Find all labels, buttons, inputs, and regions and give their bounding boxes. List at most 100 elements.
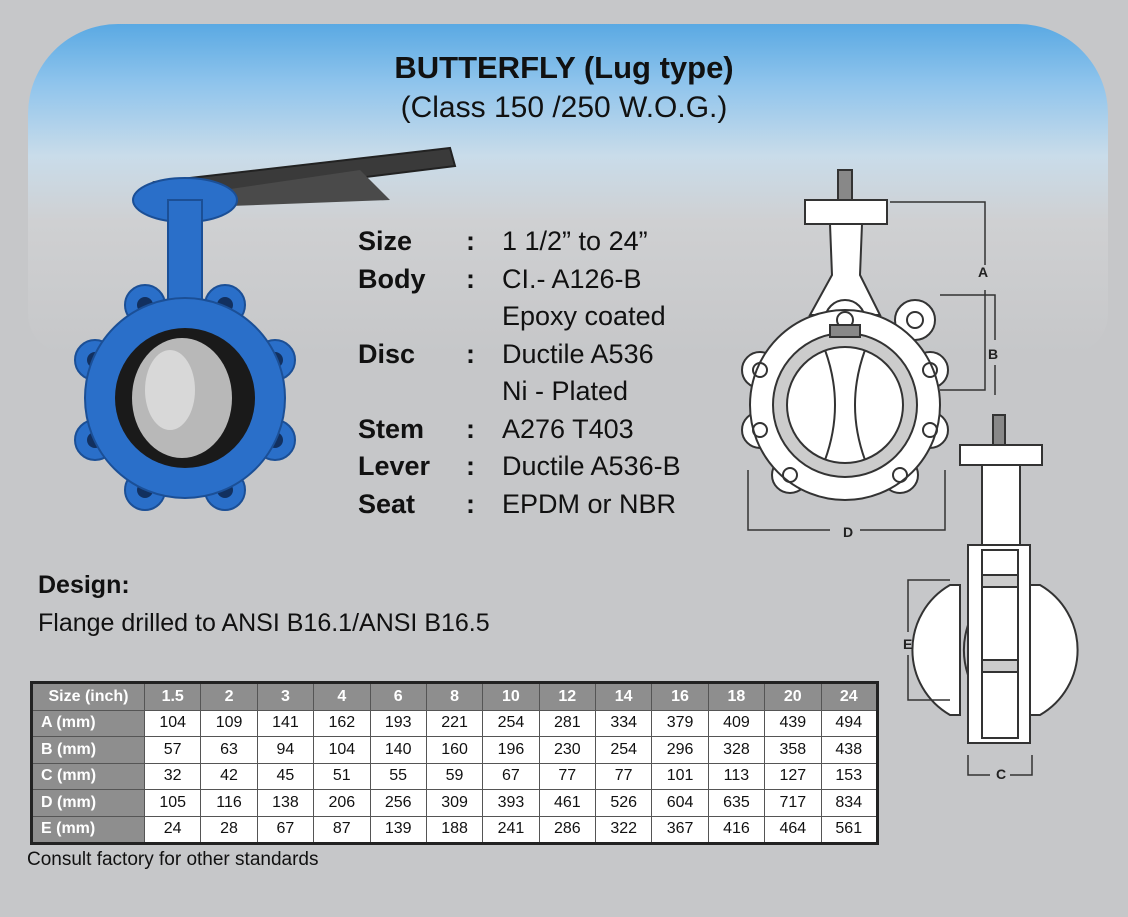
table-cell: 77 [594, 762, 653, 790]
table-cell: 439 [764, 709, 822, 737]
table-cell: 438 [820, 736, 878, 764]
spec-label: Size [358, 226, 413, 256]
table-cell: 717 [764, 789, 822, 817]
row-header: D (mm) [31, 789, 145, 817]
side-view-drawing [907, 414, 1079, 776]
front-view-drawing [741, 169, 996, 531]
table-cell: 28 [200, 815, 258, 844]
table-cell: 139 [369, 815, 427, 844]
row-header: A (mm) [31, 709, 145, 737]
page-title: BUTTERFLY (Lug type) [394, 50, 734, 85]
table-header-cell: 6 [369, 682, 427, 711]
table-cell: 393 [482, 789, 540, 817]
spec-value: Ni - Plated [502, 376, 629, 406]
table-cell: 55 [369, 762, 427, 790]
table-cell: 101 [651, 762, 709, 790]
table-cell: 416 [707, 815, 766, 844]
table-cell: 561 [820, 815, 878, 844]
table-cell: 104 [313, 736, 371, 764]
table-cell: 635 [707, 789, 766, 817]
table-header-cell: 24 [820, 682, 878, 711]
spec-label: Lever [358, 451, 431, 481]
table-cell: 379 [651, 709, 709, 737]
table-header-cell: 18 [707, 682, 766, 711]
spec-separator: : [466, 338, 475, 369]
table-row: E (mm) 24 28 67 87 139 188 241 286 322 3… [31, 815, 878, 844]
dimension-table: Size (inch) 1.5 2 3 4 6 8 10 12 14 16 18… [30, 681, 879, 845]
table-cell: 113 [707, 762, 766, 790]
table-row: A (mm) 104 109 141 162 193 221 254 281 3… [31, 709, 878, 737]
table-cell: 24 [143, 815, 202, 844]
table-cell: 230 [538, 736, 597, 764]
table-cell: 94 [256, 736, 315, 764]
table-cell: 834 [820, 789, 878, 817]
table-cell: 296 [651, 736, 709, 764]
table-cell: 461 [538, 789, 597, 817]
table-row: C (mm) 32 42 45 51 55 59 67 77 77 101 11… [31, 762, 878, 790]
table-cell: 67 [482, 762, 540, 790]
design-text: Flange drilled to ANSI B16.1/ANSI B16.5 [38, 609, 490, 637]
table-cell: 367 [651, 815, 709, 844]
spec-value: EPDM or NBR [502, 488, 677, 519]
table-header-cell: 14 [594, 682, 653, 711]
row-header: C (mm) [31, 762, 145, 790]
table-cell: 193 [369, 709, 427, 737]
spec-separator: : [466, 263, 475, 294]
table-cell: 32 [143, 762, 202, 790]
table-cell: 59 [425, 762, 484, 790]
table-cell: 87 [313, 815, 371, 844]
table-cell: 526 [594, 789, 653, 817]
table-header-cell: 4 [313, 682, 371, 711]
table-cell: 328 [707, 736, 766, 764]
table-cell: 241 [482, 815, 540, 844]
table-cell: 494 [820, 709, 878, 737]
table-cell: 63 [200, 736, 258, 764]
table-cell: 254 [482, 709, 540, 737]
table-cell: 141 [256, 709, 315, 737]
table-cell: 57 [143, 736, 202, 764]
spec-separator: : [466, 413, 475, 444]
table-cell: 322 [594, 815, 653, 844]
spec-separator: : [466, 226, 475, 256]
spec-value: Ductile A536 [502, 338, 654, 369]
table-cell: 206 [313, 789, 371, 817]
table-header-cell: 10 [482, 682, 540, 711]
spec-label: Stem [358, 413, 425, 444]
table-cell: 140 [369, 736, 427, 764]
table-header-label: Size (inch) [31, 682, 145, 711]
table-cell: 51 [313, 762, 371, 790]
table-cell: 104 [143, 709, 202, 737]
table-cell: 105 [143, 789, 202, 817]
design-heading: Design: [38, 571, 130, 599]
table-cell: 309 [425, 789, 484, 817]
table-row: B (mm) 57 63 94 104 140 160 196 230 254 … [31, 736, 878, 764]
table-header-cell: 1.5 [143, 682, 202, 711]
table-cell: 188 [425, 815, 484, 844]
dimension-label-c: C [996, 766, 1007, 782]
table-cell: 409 [707, 709, 766, 737]
table-cell: 358 [764, 736, 822, 764]
table-cell: 42 [200, 762, 258, 790]
table-cell: 109 [200, 709, 258, 737]
table-header-cell: 3 [256, 682, 315, 711]
spec-value: Ductile A536-B [502, 451, 681, 481]
page-subtitle: (Class 150 /250 W.O.G.) [400, 91, 728, 124]
table-cell: 77 [538, 762, 597, 790]
table-cell: 221 [425, 709, 484, 737]
dimension-label-d: D [843, 524, 854, 540]
table-cell: 196 [482, 736, 540, 764]
table-cell: 160 [425, 736, 484, 764]
table-cell: 162 [313, 709, 371, 737]
table-cell: 604 [651, 789, 709, 817]
table-cell: 153 [820, 762, 878, 790]
dimension-label-b: B [988, 346, 999, 362]
row-header: E (mm) [31, 815, 145, 844]
spec-label: Body [358, 263, 426, 294]
table-cell: 281 [538, 709, 597, 737]
table-header-cell: 12 [538, 682, 597, 711]
footnote: Consult factory for other standards [27, 849, 319, 870]
table-header-cell: 2 [200, 682, 258, 711]
dimension-label-e: E [903, 636, 913, 652]
valve-photo [74, 146, 457, 511]
spec-separator: : [466, 488, 475, 519]
